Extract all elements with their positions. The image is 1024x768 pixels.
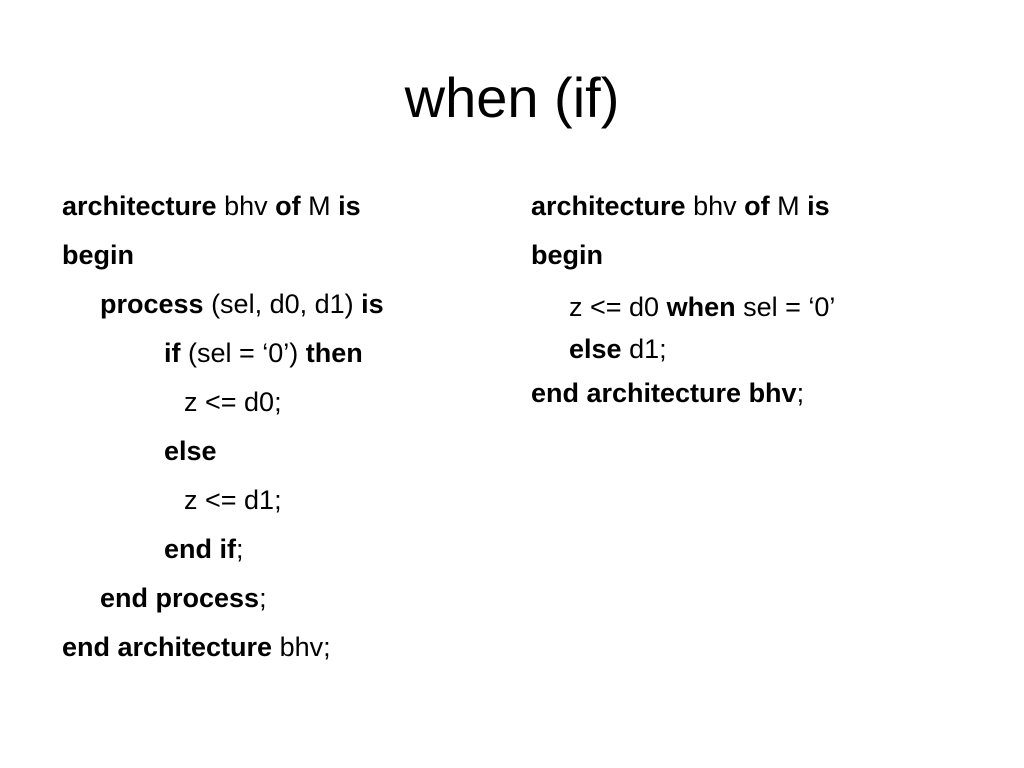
code-line: end process; [62, 580, 502, 616]
code-block-process-if: architecture bhv of M is begin process (… [62, 188, 502, 678]
keyword: end architecture [62, 632, 273, 662]
slide-title: when (if) [404, 66, 620, 129]
keyword: else [569, 334, 622, 364]
keyword: is [361, 289, 384, 319]
code-line: begin [531, 237, 971, 273]
keyword: of [744, 191, 770, 221]
keyword: if [164, 338, 181, 368]
code-text: (sel = ‘0’) [180, 338, 306, 368]
code-line: end architecture bhv; [531, 375, 971, 411]
code-line: begin [62, 237, 502, 273]
code-text: d1; [621, 334, 667, 364]
keyword: begin [531, 240, 603, 270]
code-line: end if; [62, 531, 502, 567]
code-block-when-else: architecture bhv of M is begin z <= d0 w… [531, 188, 971, 424]
code-line: architecture bhv of M is [62, 188, 502, 224]
code-text: sel = ‘0’ [735, 292, 836, 322]
code-text: ; [796, 378, 805, 408]
keyword: then [305, 338, 363, 368]
keyword: else [164, 436, 217, 466]
keyword: architecture [531, 191, 686, 221]
code-text: bhv [216, 191, 276, 221]
code-line: process (sel, d0, d1) is [62, 286, 502, 322]
keyword: end if [164, 534, 236, 564]
keyword: end architecture bhv [531, 378, 797, 408]
code-text: M [769, 191, 808, 221]
code-line: z <= d0 when sel = ‘0’ else d1; [531, 286, 971, 370]
code-text: ; [259, 583, 267, 613]
code-text: z <= d0 [569, 292, 667, 322]
code-line: architecture bhv of M is [531, 188, 971, 224]
code-text: ; [236, 534, 244, 564]
keyword: process [100, 289, 204, 319]
code-line: end architecture bhv; [62, 629, 502, 665]
code-text: z <= d0; [184, 387, 282, 417]
code-text: bhv [685, 191, 745, 221]
code-line: z <= d1; [62, 482, 502, 518]
code-line: z <= d0; [62, 384, 502, 420]
code-text: (sel, d0, d1) [203, 289, 362, 319]
keyword: is [807, 191, 830, 221]
code-line: else [62, 433, 502, 469]
code-text: z <= d1; [184, 485, 282, 515]
keyword: begin [62, 240, 134, 270]
keyword: is [338, 191, 361, 221]
keyword: end process [100, 583, 260, 613]
keyword: architecture [62, 191, 217, 221]
keyword: when [666, 292, 736, 322]
code-text: M [300, 191, 339, 221]
code-line: if (sel = ‘0’) then [62, 335, 502, 371]
code-text: bhv; [272, 632, 331, 662]
keyword: of [275, 191, 301, 221]
